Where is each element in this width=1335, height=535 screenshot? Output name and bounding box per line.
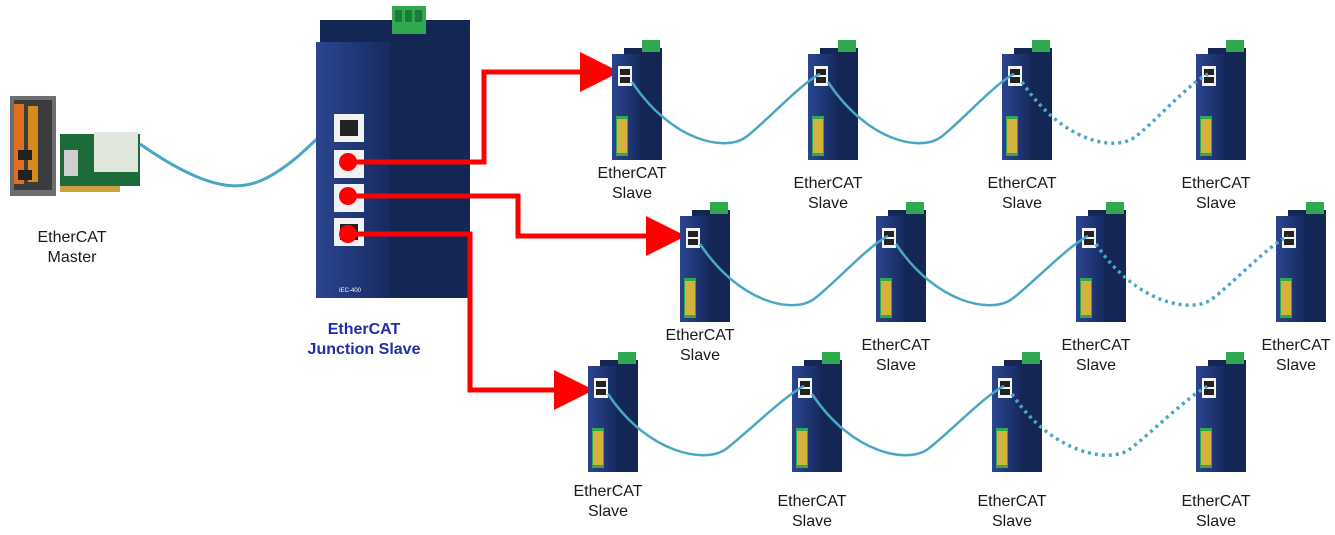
slave-cable-dotted [1010,384,1209,457]
junction-label-line1: EtherCAT [327,321,401,338]
master-label-line2: Master [47,249,97,266]
slave-device-r3-3 [992,352,1042,472]
junction-slave-device: IEC-400 [316,6,470,298]
slave-cable-dotted [1094,234,1289,307]
slave-label-line2: Slave [1195,195,1237,212]
slave-device-r1-4 [1196,40,1246,160]
slave-label-line1: EtherCAT [665,327,735,344]
slave-label-line1: EtherCAT [861,337,931,354]
slave-label-line2: Slave [1001,195,1043,212]
red-arrows [339,52,686,410]
slave-cables [606,72,1289,457]
slave-label: EtherCAT Slave [1261,336,1330,376]
master-label: EtherCAT Master [37,228,106,268]
master-label-line1: EtherCAT [37,229,107,246]
slave-label-line2: Slave [1075,357,1117,374]
slave-device-r2-3 [1076,202,1126,322]
slave-label-line2: Slave [587,503,629,520]
slave-label-line2: Slave [611,185,653,202]
slave-label-line2: Slave [991,513,1033,530]
slave-label: EtherCAT Slave [777,492,846,532]
slave-label: EtherCAT Slave [1181,174,1250,214]
slave-label: EtherCAT Slave [1181,492,1250,532]
slave-cable-dotted [1020,72,1209,145]
slave-device-r2-1 [680,202,730,322]
slave-label-line2: Slave [1195,513,1237,530]
slave-label-line1: EtherCAT [1261,337,1331,354]
slave-cable [630,72,821,145]
slave-label: EtherCAT Slave [861,336,930,376]
slave-device-r1-2 [808,40,858,160]
junction-label-line2: Junction Slave [307,341,421,358]
slave-device-r3-4 [1196,352,1246,472]
ethercat-master-device [10,96,140,196]
slave-label: EtherCAT Slave [987,174,1056,214]
slave-label-line1: EtherCAT [1181,493,1251,510]
slave-device-r1-1 [612,40,662,160]
slave-label: EtherCAT Slave [573,482,642,522]
junction-label: EtherCAT Junction Slave [308,320,421,360]
slave-label: EtherCAT Slave [793,174,862,214]
slave-label-line1: EtherCAT [597,165,667,182]
master-cable [139,123,341,188]
slave-label-line1: EtherCAT [1061,337,1131,354]
slave-label-line1: EtherCAT [573,483,643,500]
slave-label: EtherCAT Slave [1061,336,1130,376]
slave-device-r3-2 [792,352,842,472]
slave-label-line2: Slave [791,513,833,530]
slave-device-r2-2 [876,202,926,322]
slave-label: EtherCAT Slave [977,492,1046,532]
slave-label-line1: EtherCAT [977,493,1047,510]
slave-label-line2: Slave [1275,357,1317,374]
junction-model-text: IEC-400 [339,288,362,294]
slave-cable [810,384,1005,457]
slave-cable [606,384,805,457]
slave-label: EtherCAT Slave [665,326,734,366]
slave-device-r2-4 [1276,202,1326,322]
slave-devices [588,40,1326,472]
slave-cable [894,234,1089,307]
slave-label-line1: EtherCAT [777,493,847,510]
slave-label: EtherCAT Slave [597,164,666,204]
slave-cable [698,234,889,307]
slave-label-line1: EtherCAT [1181,175,1251,192]
slave-label-line2: Slave [875,357,917,374]
slave-device-r1-3 [1002,40,1052,160]
slave-label-line1: EtherCAT [987,175,1057,192]
slave-label-line1: EtherCAT [793,175,863,192]
slave-cable [826,72,1015,145]
slave-label-line2: Slave [679,347,721,364]
slave-device-r3-1 [588,352,638,472]
slave-label-line2: Slave [807,195,849,212]
